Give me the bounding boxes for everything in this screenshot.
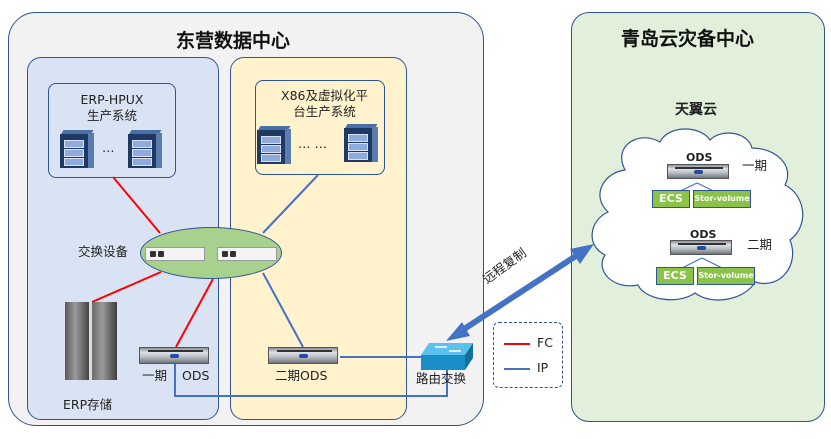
erp-system-line1: ERP-HPUX [80, 92, 144, 107]
switch-label: 交换设备 [78, 244, 129, 259]
ods2-label: 二期ODS [275, 368, 328, 383]
x86-system-label: X86及虚拟化平 台生产系统 [262, 88, 387, 119]
legend-fc-label: FC [537, 335, 553, 350]
cloud-ods2-server-icon [670, 240, 732, 255]
ip-link-switch-to-ods2 [262, 272, 304, 348]
x86-system-box [255, 80, 385, 175]
x86-ellipsis: … … [298, 136, 327, 151]
cloud-ecs2: ECS [656, 267, 694, 285]
legend: FC IP [493, 322, 563, 388]
cloud-shape [591, 128, 804, 301]
rack-server-icon [128, 130, 162, 168]
ods1-label-ods: ODS [182, 368, 210, 383]
ip-link-ods1-to-router [174, 357, 448, 397]
cloud-ods1-server-icon [667, 164, 729, 179]
ods1-label-phase: 一期 [142, 368, 168, 383]
router-switch-icon [421, 343, 473, 370]
erp-system-line2: 生产系统 [86, 107, 137, 123]
erp-hpux-system-box [48, 83, 176, 178]
cloud-phase1-label: 一期 [742, 158, 768, 173]
dongying-title: 东营数据中心 [176, 30, 291, 52]
cloud-ods2-label: ODS [690, 228, 717, 241]
fc-link-erp-to-switch [112, 176, 161, 234]
switch-group [140, 227, 282, 279]
cloud-volume2: Stor-volume [697, 267, 755, 285]
router-label: 路由交换 [416, 371, 467, 386]
rack-server-icon [257, 126, 291, 164]
rack-server-icon [60, 130, 94, 168]
cloud-ods1-label: ODS [686, 151, 713, 164]
cloud-volume1: Stor-volume [693, 190, 751, 208]
x86-system-line1: X86及虚拟化平 [281, 88, 368, 103]
switch-device-icon [217, 247, 277, 261]
erp-storage-icon [65, 302, 117, 380]
cloud-ecs1: ECS [652, 190, 690, 208]
x86-system-line2: 台生产系统 [293, 103, 356, 119]
rack-server-icon [344, 124, 378, 162]
erp-system-label: ERP-HPUX 生产系统 [48, 92, 176, 123]
ip-link-x86-to-switch [262, 174, 319, 234]
fc-link-switch-to-ods1 [175, 278, 214, 348]
storage-label: ERP存储 [63, 397, 113, 412]
cloud-link-phase2 [675, 257, 729, 272]
legend-ip-swatch [504, 368, 530, 370]
switch-device-icon [145, 247, 205, 261]
ods2-server-icon [268, 347, 338, 364]
fc-link-switch-to-storage [91, 271, 162, 303]
cloud-title: 天翼云 [675, 102, 717, 118]
ods1-server-icon [139, 347, 209, 364]
cloud-phase2-label: 二期 [747, 237, 773, 252]
erp-ellipsis: … [102, 140, 115, 155]
legend-ip-label: IP [537, 360, 549, 375]
qingdao-title: 青岛云灾备中心 [621, 28, 755, 50]
legend-fc-swatch [504, 343, 530, 345]
remote-replication-arrow [446, 244, 594, 341]
